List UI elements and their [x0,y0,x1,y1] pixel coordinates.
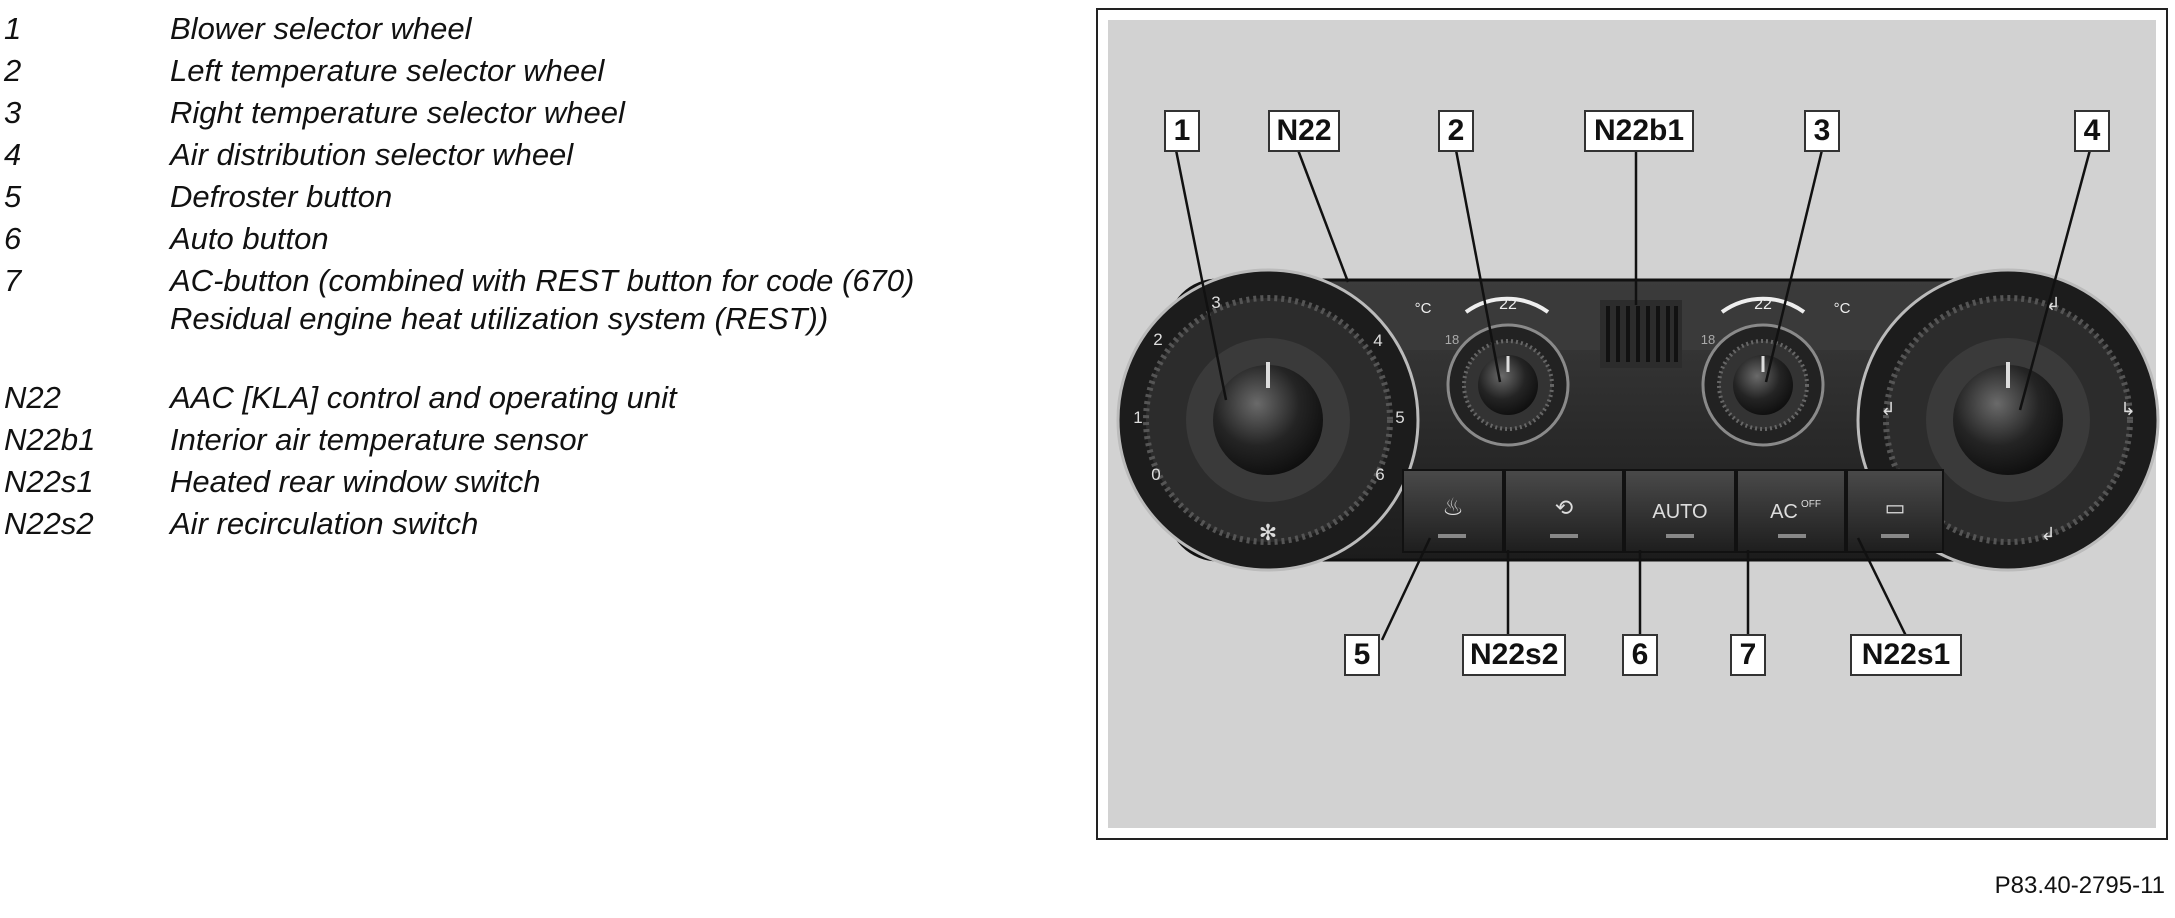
legend-key: N22s2 [4,506,94,541]
leader-lines [1174,149,2092,641]
legend-text: Blower selector wheel [170,11,472,46]
fan-icon: ✻ [1259,520,1277,545]
legend-text: Auto button [170,221,329,256]
callout-7: 7 [1730,634,1766,676]
callout-1: 1 [1164,110,1200,152]
callout-n22b1: N22b1 [1584,110,1694,152]
legend-key: 6 [4,221,22,256]
blower-number: 6 [1375,465,1384,484]
blower-selector-wheel[interactable]: 0 1 2 3 4 5 6 ✻ [1116,268,1420,572]
vent-icon: ↲ [2040,524,2055,544]
interior-air-temperature-sensor [1600,300,1682,368]
ac-label: AC [1770,501,1798,523]
temp-low-left: 18 [1445,332,1459,347]
legend-text: Left temperature selector wheel [170,53,605,88]
legend-text: Air recirculation switch [170,506,479,541]
callout-n22s2: N22s2 [1462,634,1566,676]
legend-text: Heated rear window switch [170,464,541,499]
legend-key: 3 [4,95,22,130]
vent-icon: ↲ [1880,399,1895,419]
defroster-button[interactable]: ♨ [1402,469,1504,553]
left-temperature-selector-wheel[interactable]: 22 18 °C [1415,296,1570,447]
legend-key: 4 [4,137,22,172]
legend-text: Right temperature selector wheel [170,95,625,130]
rear-window-heater-icon: ▭ [1885,495,1906,520]
defroster-icon: ♨ [1442,494,1464,521]
ac-off-label: OFF [1801,499,1821,510]
temp-value-left: 22 [1499,296,1517,313]
blower-number: 1 [1133,408,1142,427]
air-recirculation-button[interactable]: ⟲ [1504,469,1624,553]
legend-text: Interior air temperature sensor [170,422,587,457]
control-panel-drawing: 0 1 2 3 4 5 6 ✻ ↲ ↲ ↳ ↲ 22 [1116,149,2160,641]
legend-key: 1 [4,11,22,46]
legend-key: N22s1 [4,464,94,499]
temp-unit-left: °C [1415,300,1432,317]
callout-n22s1: N22s1 [1850,634,1962,676]
auto-button[interactable]: AUTO [1624,469,1736,553]
control-unit-figure: 0 1 2 3 4 5 6 ✻ ↲ ↲ ↳ ↲ 22 [1096,8,2168,840]
blower-number: 5 [1395,408,1404,427]
legend-key: N22b1 [4,422,96,457]
ac-button[interactable]: AC OFF [1736,469,1846,553]
callout-3: 3 [1804,110,1840,152]
callout-2: 2 [1438,110,1474,152]
callout-5: 5 [1344,634,1380,676]
legend-key: N22 [4,380,61,415]
legend-key: 2 [4,53,22,88]
callout-6: 6 [1622,634,1658,676]
legend-text: AAC [KLA] control and operating unit [170,380,677,415]
vent-icon: ↳ [2120,399,2135,419]
auto-label: AUTO [1652,501,1707,523]
figure-code: P83.40-2795-11 [1994,872,2165,899]
blower-number: 4 [1373,331,1382,350]
legend-text: AC-button (combined with REST button for… [170,263,915,298]
temp-low-right: 18 [1701,332,1715,347]
car-recirculation-icon: ⟲ [1555,495,1573,520]
blower-number: 2 [1153,330,1162,349]
temp-unit-right: °C [1834,300,1851,317]
legend-text: Defroster button [170,179,393,214]
heated-rear-window-button[interactable]: ▭ [1846,469,1944,553]
legend-key: 7 [4,263,22,298]
temp-value-right: 22 [1754,296,1772,313]
right-temperature-selector-wheel[interactable]: 22 18 °C [1701,296,1851,447]
legend-text: Residual engine heat utilization system … [170,301,829,336]
blower-number: 3 [1211,293,1220,312]
blower-number: 0 [1151,465,1160,484]
callout-n22: N22 [1268,110,1340,152]
legend-text: Air distribution selector wheel [170,137,574,172]
legend-key: 5 [4,179,22,214]
callout-4: 4 [2074,110,2110,152]
